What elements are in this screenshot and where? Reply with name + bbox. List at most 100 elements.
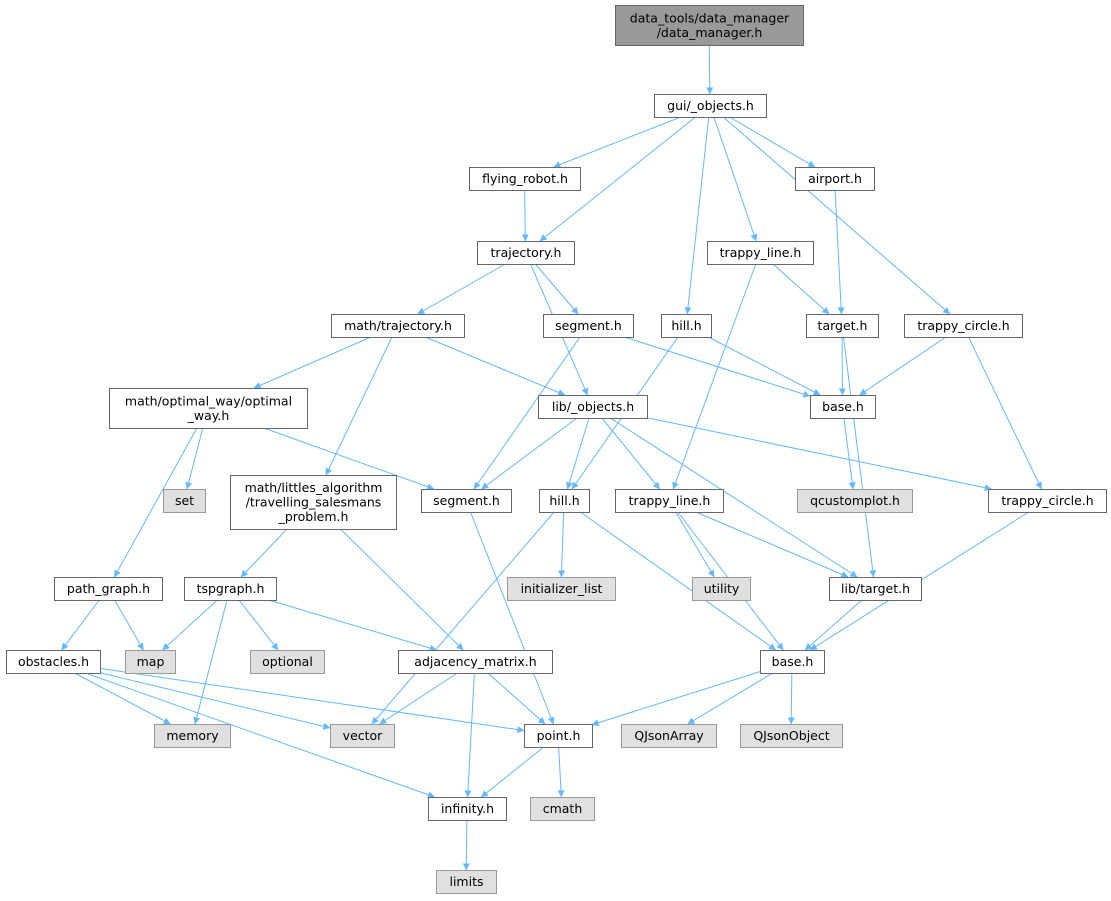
edge-hill2-to-initializer_list <box>558 511 566 578</box>
edge-airport-to-target <box>834 189 845 315</box>
node-gui_objects[interactable]: gui/_objects.h <box>654 94 767 118</box>
node-flying_robot[interactable]: flying_robot.h <box>469 167 581 191</box>
edge-path_graph-to-map <box>114 599 144 651</box>
node-littles[interactable]: math/littles_algorithm/travelling_salesm… <box>230 475 397 530</box>
node-label: infinity.h <box>441 801 494 816</box>
node-segment2[interactable]: segment.h <box>421 489 512 513</box>
node-vector: vector <box>330 724 395 748</box>
node-box <box>810 395 876 419</box>
node-lib_objects[interactable]: lib/_objects.h <box>538 395 648 419</box>
node-box <box>806 314 879 338</box>
node-box <box>904 314 1023 338</box>
edge-base2-to-point <box>591 671 761 727</box>
node-optimal_way[interactable]: math/optimal_way/optimal_way.h <box>109 388 308 429</box>
node-trajectory[interactable]: trajectory.h <box>477 241 575 265</box>
node-label: /travelling_salesmans <box>246 495 382 510</box>
edge-hill1-to-base1 <box>707 336 821 396</box>
node-lib_target[interactable]: lib/target.h <box>829 577 922 601</box>
node-math_trajectory[interactable]: math/trajectory.h <box>331 314 465 338</box>
edge-trappy_line2-to-lib_target <box>695 511 849 578</box>
node-hill1[interactable]: hill.h <box>661 314 712 338</box>
node-label: math/optimal_way/optimal <box>125 393 292 408</box>
node-box <box>109 388 308 429</box>
edge-hill2-to-base2 <box>579 511 777 651</box>
node-label: adjacency_matrix.h <box>414 654 536 669</box>
edge-trajectory-to-math_trajectory <box>417 263 506 315</box>
node-qjsonarray: QJsonArray <box>621 724 717 748</box>
edge-gui_objects-to-airport <box>729 116 816 168</box>
node-trappy_line2[interactable]: trappy_line.h <box>615 489 724 513</box>
node-segment1[interactable]: segment.h <box>543 314 634 338</box>
node-label: trappy_circle.h <box>917 318 1009 333</box>
node-trappy_circle1[interactable]: trappy_circle.h <box>904 314 1023 338</box>
edge-lib_target-to-base2 <box>804 599 863 651</box>
node-map: map <box>125 650 176 674</box>
edge-trappy_line1-to-trappy_line2 <box>672 263 757 490</box>
node-box <box>988 489 1107 513</box>
node-tspgraph[interactable]: tspgraph.h <box>184 577 277 601</box>
node-box <box>163 489 206 513</box>
node-label: trappy_circle.h <box>1001 493 1093 508</box>
node-box <box>654 94 767 118</box>
node-cmath: cmath <box>530 797 595 821</box>
node-box <box>125 650 176 674</box>
node-initializer_list: initializer_list <box>507 577 616 601</box>
node-label: _way.h <box>187 408 230 423</box>
node-label: path_graph.h <box>67 581 150 596</box>
edge-tspgraph-to-optional <box>238 599 279 651</box>
node-box <box>469 167 581 191</box>
edge-infinity-to-limits <box>462 819 470 871</box>
node-box <box>615 489 724 513</box>
node-path_graph[interactable]: path_graph.h <box>54 577 163 601</box>
node-base2[interactable]: base.h <box>760 650 825 674</box>
node-target[interactable]: target.h <box>806 314 879 338</box>
node-base1[interactable]: base.h <box>810 395 876 419</box>
edge-tspgraph-to-adjacency <box>268 599 437 652</box>
node-qcustomplot: qcustomplot.h <box>797 489 913 513</box>
node-label: /data_manager.h <box>657 25 763 40</box>
node-box <box>436 870 497 894</box>
node-label: target.h <box>818 318 868 333</box>
node-hill2[interactable]: hill.h <box>539 489 590 513</box>
node-trappy_circle2[interactable]: trappy_circle.h <box>988 489 1107 513</box>
node-obstacles[interactable]: obstacles.h <box>6 650 101 674</box>
node-trappy_line1[interactable]: trappy_line.h <box>707 241 814 265</box>
node-box <box>538 395 648 419</box>
edge-math_trajectory-to-littles <box>325 336 393 476</box>
edge-lib_objects-to-lib_target <box>610 417 858 578</box>
edge-tspgraph-to-map <box>162 599 218 651</box>
node-point[interactable]: point.h <box>524 724 593 748</box>
edge-adjacency-to-infinity <box>464 672 475 798</box>
edge-obstacles-to-infinity <box>85 672 435 799</box>
edge-math_trajectory-to-optimal_way <box>253 336 372 389</box>
edge-point-to-cmath <box>557 746 565 798</box>
node-label: trappy_line.h <box>629 493 711 508</box>
node-box <box>154 724 231 748</box>
edge-littles-to-adjacency <box>340 528 464 651</box>
node-infinity[interactable]: infinity.h <box>428 797 507 821</box>
node-box <box>54 577 163 601</box>
node-label: cmath <box>543 801 583 816</box>
edge-lib_objects-to-hill2 <box>566 417 590 490</box>
node-label: base.h <box>822 399 864 414</box>
node-label: point.h <box>537 728 581 743</box>
node-optional: optional <box>250 650 325 674</box>
node-label: limits <box>449 874 483 889</box>
edge-path_graph-to-obstacles <box>61 599 100 651</box>
node-root[interactable]: data_tools/data_manager/data_manager.h <box>615 5 804 46</box>
edge-gui_objects-to-flying_robot <box>553 116 681 168</box>
node-airport[interactable]: airport.h <box>795 167 875 191</box>
node-label: airport.h <box>808 171 862 186</box>
edge-obstacles-to-point <box>99 667 525 734</box>
node-label: data_tools/data_manager <box>630 10 790 25</box>
edge-trappy_line1-to-target <box>772 263 830 315</box>
edge-trappy_circle1-to-trappy_circle2 <box>968 336 1042 490</box>
edge-hill2-to-vector <box>371 511 555 725</box>
node-label: optional <box>262 654 313 669</box>
edge-segment2-to-point <box>470 511 555 725</box>
node-box <box>421 489 512 513</box>
node-box <box>507 577 616 601</box>
edge-obstacles-to-vector <box>99 672 331 730</box>
edge-base2-to-qjsonarray <box>687 672 774 725</box>
node-adjacency[interactable]: adjacency_matrix.h <box>398 650 553 674</box>
